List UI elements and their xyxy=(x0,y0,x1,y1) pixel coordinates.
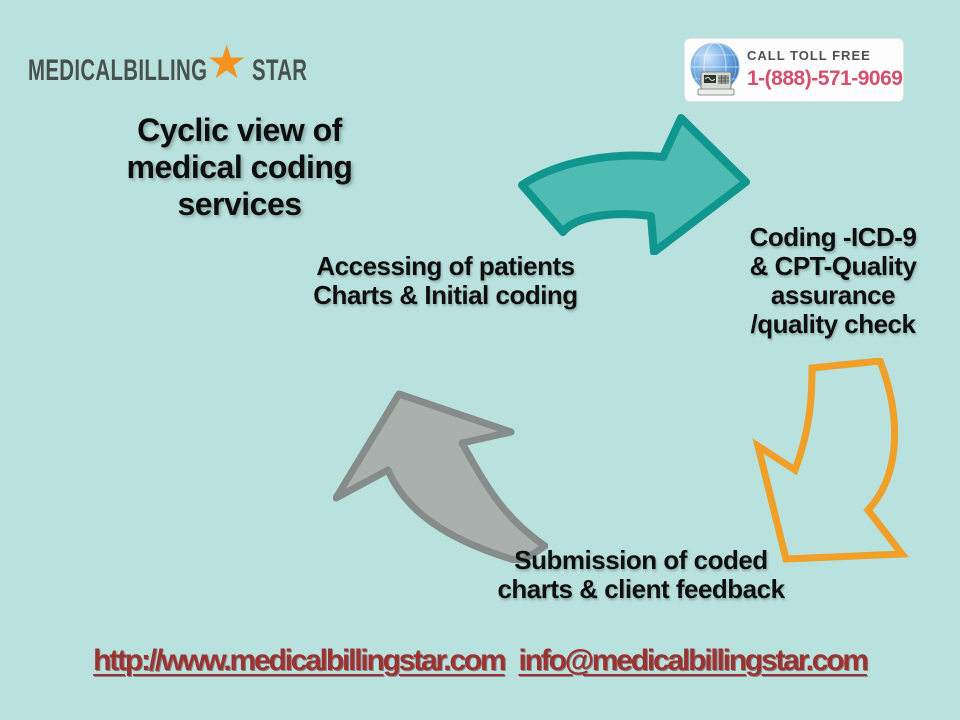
step-submission-feedback: Submission of coded charts & client feed… xyxy=(497,545,785,604)
logo: MEDICALBILLING ★ STAR xyxy=(28,39,348,96)
footer-links: http://www.medicalbillingstar.com info@me… xyxy=(0,644,960,678)
website-link[interactable]: http://www.medicalbillingstar.com xyxy=(93,644,507,677)
step-coding-quality: Coding -ICD-9 & CPT-Quality assurance /q… xyxy=(749,222,917,339)
teal-arrow xyxy=(518,114,750,255)
tollfree-label: CALL TOLL FREE xyxy=(747,48,871,63)
logo-text-right: STAR xyxy=(252,54,308,87)
orange-arrow xyxy=(752,358,909,563)
slide-title: Cyclic view of medical coding services xyxy=(126,112,353,222)
globe-phone-icon xyxy=(690,42,740,96)
step-accessing-charts: Accessing of patients Charts & Initial c… xyxy=(313,251,578,310)
email-link[interactable]: info@medicalbillingstar.com xyxy=(518,644,869,677)
orange-arrow-shape xyxy=(752,358,909,563)
gray-arrow-shape xyxy=(333,390,548,563)
tollfree-number: 1-(888)-571-9069 xyxy=(747,67,903,90)
tollfree-box: CALL TOLL FREE 1-(888)-571-9069 xyxy=(684,38,904,102)
gray-arrow xyxy=(333,390,548,563)
logo-text-left: MEDICALBILLING xyxy=(28,54,208,87)
teal-arrow-shape xyxy=(518,114,750,255)
star-icon: ★ xyxy=(206,36,248,88)
